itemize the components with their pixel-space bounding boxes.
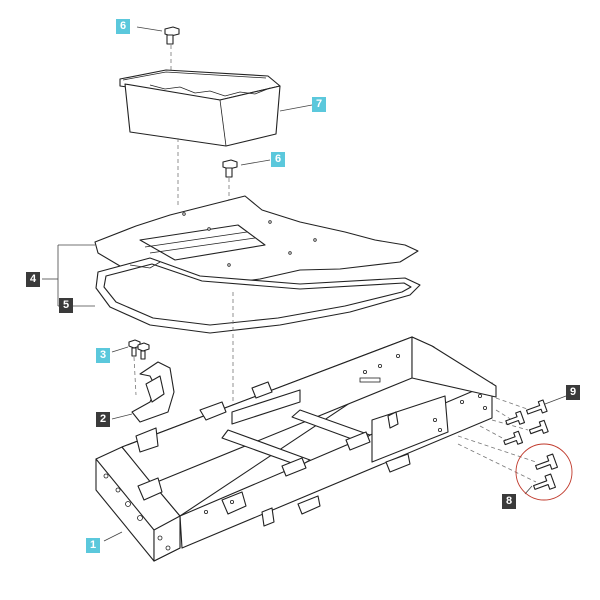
callout-4: 4 bbox=[26, 272, 40, 287]
callout-3: 3 bbox=[96, 348, 110, 363]
callout-6-middle: 6 bbox=[271, 152, 285, 167]
seat-gasket bbox=[95, 257, 421, 334]
callout-2: 2 bbox=[96, 412, 110, 427]
bolts-bracket bbox=[111, 339, 150, 396]
seat-plate bbox=[94, 195, 419, 284]
main-frame bbox=[95, 336, 497, 562]
callout-5: 5 bbox=[59, 298, 73, 313]
rear-bolts bbox=[457, 395, 573, 501]
detail-highlight-circle bbox=[515, 443, 573, 501]
storage-tray bbox=[119, 69, 313, 147]
callout-1: 1 bbox=[86, 538, 100, 553]
bolt-top bbox=[136, 26, 180, 45]
callout-bracket-4-5 bbox=[42, 244, 95, 307]
hook-bracket bbox=[111, 361, 175, 423]
callout-6-top: 6 bbox=[116, 19, 130, 34]
callout-8: 8 bbox=[502, 494, 516, 509]
callout-9: 9 bbox=[566, 385, 580, 400]
callout-7: 7 bbox=[312, 97, 326, 112]
